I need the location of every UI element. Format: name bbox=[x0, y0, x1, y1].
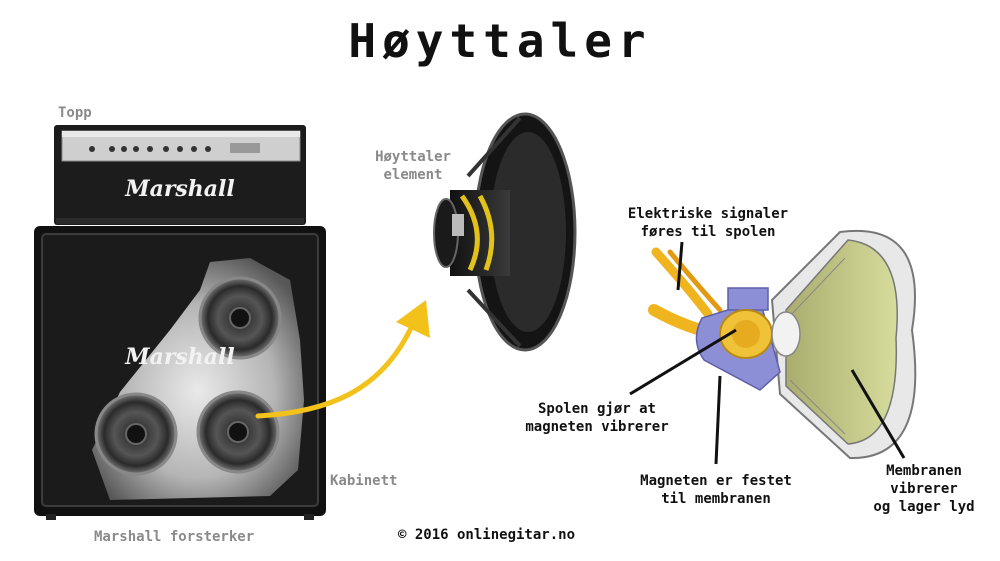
label-membrane: Membranen vibrerer og lager lyd bbox=[866, 462, 982, 516]
label-membrane-line3: og lager lyd bbox=[873, 499, 975, 515]
brand-logo-top: Marshall bbox=[124, 176, 235, 202]
label-signals-line2: føres til spolen bbox=[640, 224, 776, 240]
amp-head bbox=[54, 125, 306, 225]
label-membrane-line1: Membranen bbox=[886, 463, 962, 479]
label-cabinet: Kabinett bbox=[330, 473, 398, 489]
label-element: Høyttaler element bbox=[368, 148, 458, 184]
label-element-line2: element bbox=[383, 167, 443, 183]
page-title: Høyttaler bbox=[348, 14, 652, 68]
label-amp-caption: Marshall forsterker bbox=[94, 529, 255, 545]
speaker-cross-section bbox=[648, 229, 917, 460]
pointer-membrane bbox=[850, 369, 906, 459]
label-magnet-line2: til membranen bbox=[661, 491, 771, 507]
brand-logo-cabinet: Marshall bbox=[124, 344, 235, 370]
label-coil-line1: Spolen gjør at bbox=[537, 401, 656, 417]
speaker-driver bbox=[433, 112, 577, 352]
pointer-signals bbox=[676, 241, 684, 291]
label-top: Topp bbox=[58, 105, 92, 121]
cabinet-speaker-left bbox=[94, 392, 178, 476]
amp-cabinet bbox=[34, 226, 326, 520]
label-coil: Spolen gjør at magneten vibrerer bbox=[512, 400, 682, 436]
label-magnet: Magneten er festet til membranen bbox=[626, 472, 806, 508]
label-magnet-line1: Magneten er festet bbox=[640, 473, 792, 489]
pointer-coil bbox=[629, 328, 737, 396]
pointer-lines bbox=[629, 241, 906, 465]
cabinet-speaker-top bbox=[198, 276, 282, 360]
label-coil-line2: magneten vibrerer bbox=[525, 419, 669, 435]
copyright: © 2016 onlinegitar.no bbox=[398, 527, 576, 543]
yellow-arrow bbox=[255, 300, 430, 419]
label-signals: Elektriske signaler føres til spolen bbox=[618, 205, 798, 241]
cabinet-speaker-right bbox=[196, 390, 280, 474]
label-membrane-line2: vibrerer bbox=[890, 481, 958, 497]
label-signals-line1: Elektriske signaler bbox=[627, 206, 789, 222]
pointer-magnet bbox=[714, 375, 722, 465]
label-element-line1: Høyttaler bbox=[375, 149, 451, 165]
